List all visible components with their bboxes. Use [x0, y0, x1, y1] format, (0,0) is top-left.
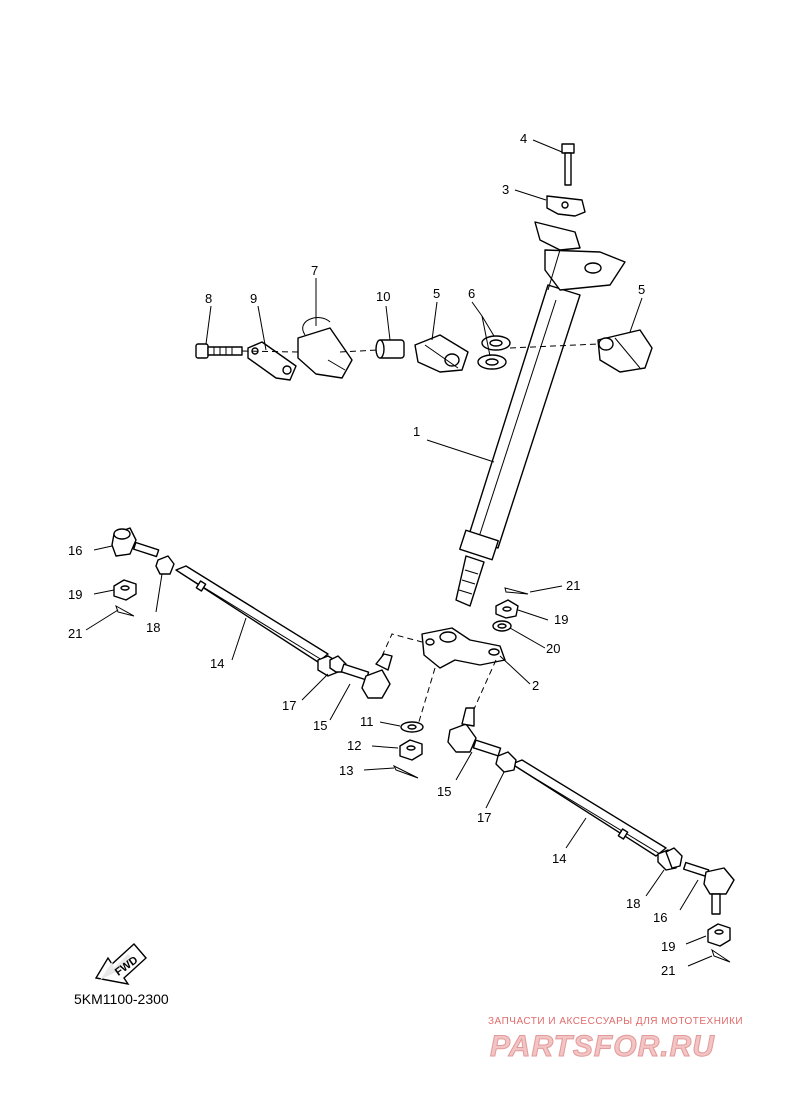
callout-18-left: 18 [146, 620, 160, 635]
tie-rod-end-left-inner [340, 653, 393, 699]
callout-7: 7 [311, 263, 318, 278]
steering-column [455, 284, 581, 607]
castle-nut-19-left [113, 579, 137, 601]
tie-rod-end-right-inner [447, 707, 502, 757]
locknut-18-right [657, 847, 683, 871]
locknut-18-left [155, 555, 175, 575]
locknut-17-left [317, 655, 347, 677]
diagram-code: 5KM1100-2300 [74, 991, 169, 1007]
callout-15-right: 15 [437, 784, 451, 799]
callout-10: 10 [376, 289, 390, 304]
hook-bracket [297, 317, 353, 379]
bushings [477, 335, 511, 370]
callout-19-right: 19 [661, 939, 675, 954]
callout-17-left: 17 [282, 698, 296, 713]
callout-14-right: 14 [552, 851, 566, 866]
callout-21-center: 21 [566, 578, 580, 593]
callout-5-right: 5 [638, 282, 645, 297]
tie-rod-left [175, 565, 329, 663]
watermark-tagline: ЗАПЧАСТИ И АКСЕССУАРЫ ДЛЯ МОТОТЕХНИКИ [488, 1016, 743, 1027]
column-upper-bracket [534, 221, 626, 291]
callout-14-left: 14 [210, 656, 224, 671]
callout-16-right: 16 [653, 910, 667, 925]
callout-8: 8 [205, 291, 212, 306]
callout-9: 9 [250, 291, 257, 306]
tie-rod-end-left-outer [111, 527, 160, 558]
callout-6: 6 [468, 286, 475, 301]
callout-2: 2 [532, 678, 539, 693]
tie-rod-end-right-outer [682, 861, 735, 915]
callout-1: 1 [413, 424, 420, 439]
pitman-arm [421, 627, 506, 669]
bushing-clamp-left [414, 334, 469, 373]
callout-4: 4 [520, 131, 527, 146]
castle-nut-19-right [707, 923, 731, 947]
callout-20: 20 [546, 641, 560, 656]
callout-18-right: 18 [626, 896, 640, 911]
callout-17-right: 17 [477, 810, 491, 825]
cotter-pin-center [504, 587, 529, 595]
locknut-17-right [495, 751, 517, 773]
callout-12: 12 [347, 738, 361, 753]
callout-16-left: 16 [68, 543, 82, 558]
bushing-clamp-right [597, 329, 653, 373]
collar [375, 339, 405, 359]
bolt-upper [561, 143, 575, 186]
callout-5-left: 5 [433, 286, 440, 301]
leader-lines [85, 139, 713, 967]
cotter-pin-21-left [115, 604, 135, 617]
callout-13: 13 [339, 763, 353, 778]
cotter-pin-13 [392, 764, 419, 779]
callout-19-left: 19 [68, 587, 82, 602]
nut-12 [399, 739, 423, 761]
callout-21-left: 21 [68, 626, 82, 641]
callout-3: 3 [502, 182, 509, 197]
callout-numbers: 4 3 7 8 9 10 5 6 5 1 16 19 21 18 14 17 1… [68, 131, 675, 978]
washer-11 [400, 721, 424, 733]
callout-15-left: 15 [313, 718, 327, 733]
clamp-upper [546, 195, 586, 217]
nut-center [495, 599, 519, 619]
tie-rod-right [511, 759, 667, 857]
cotter-pin-21-right [711, 948, 731, 963]
washer-center [492, 620, 512, 632]
link-plate [247, 341, 297, 381]
callout-11: 11 [360, 714, 374, 729]
watermark-brand: PARTSFOR.RU [490, 1030, 715, 1063]
bolt-left [195, 343, 243, 359]
callout-19-center: 19 [554, 612, 568, 627]
fwd-arrow-icon: FWD [94, 942, 147, 985]
callout-21-right: 21 [661, 963, 675, 978]
